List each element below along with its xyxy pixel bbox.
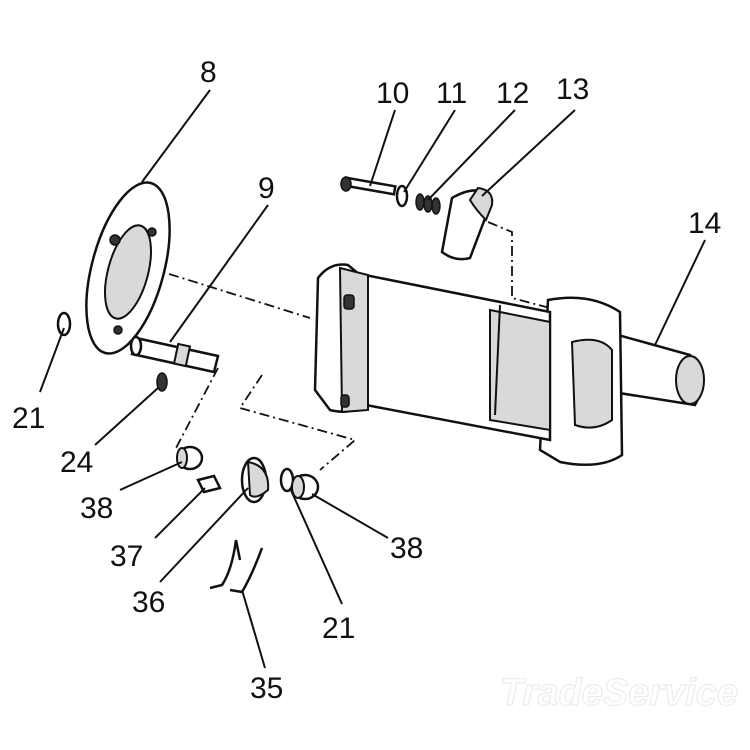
part-38-roller-left — [176, 445, 204, 471]
callout-35: 35 — [250, 672, 283, 705]
assembly-lines — [149, 221, 551, 471]
callout-10: 10 — [376, 77, 409, 110]
callout-36: 36 — [132, 586, 165, 619]
callout-24: 24 — [60, 446, 93, 479]
part-8-end-plate — [85, 181, 171, 355]
callout-12: 12 — [496, 77, 529, 110]
part-37-block — [196, 474, 222, 494]
part-14-shaft-housing — [313, 263, 705, 467]
part-13-pawl — [440, 186, 494, 261]
callout-38-right: 38 — [390, 532, 423, 565]
leader-lines — [39, 89, 706, 669]
part-36-cam — [240, 456, 270, 504]
watermark: TradeService — [500, 672, 738, 714]
part-10-bolt — [340, 176, 397, 196]
callout-14: 14 — [688, 207, 721, 240]
callout-21-bottom: 21 — [322, 612, 355, 645]
part-35-spring-clip — [209, 539, 264, 594]
callout-38-left: 38 — [80, 492, 113, 525]
part-24-screw — [156, 372, 168, 392]
callout-9: 9 — [258, 172, 275, 205]
callout-37: 37 — [110, 540, 143, 573]
callout-21-left: 21 — [12, 402, 45, 435]
callout-8: 8 — [200, 56, 217, 89]
callout-13: 13 — [556, 73, 589, 106]
part-38-roller-right — [290, 473, 320, 501]
part-21-washer-left — [56, 311, 72, 337]
callout-11: 11 — [436, 77, 467, 110]
part-9-pin — [129, 335, 220, 374]
part-12-spring — [415, 193, 441, 215]
callout-labels: 8 9 10 11 12 13 14 21 24 38 37 36 35 21 … — [12, 56, 721, 705]
